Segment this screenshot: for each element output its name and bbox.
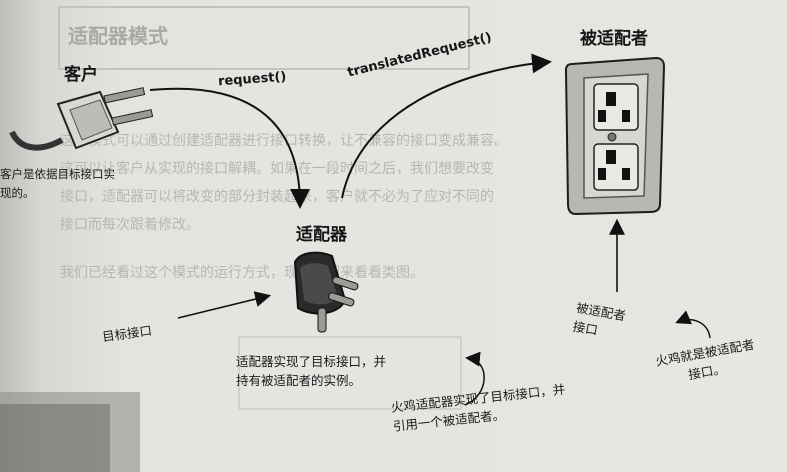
request-arrow <box>149 87 310 209</box>
plug-icon <box>9 87 154 151</box>
adapter-icon <box>293 251 359 333</box>
adapter-note-line-2: 持有被适配者的实例。 <box>236 373 362 388</box>
socket-icon <box>564 56 666 216</box>
target-interface-arrow <box>177 291 272 319</box>
adapter-label: 适配器 <box>296 225 347 245</box>
translated-request-arrow <box>341 53 552 199</box>
background-heading-box <box>58 6 470 70</box>
background-line-3: 接口，适配器可以将改变的部分封装起来，客户就不必为了应对不同的 <box>60 189 494 205</box>
background-dark-block <box>0 392 140 472</box>
adaptee-label: 被适配者 <box>580 29 648 49</box>
client-label: 客户 <box>64 65 98 85</box>
background-line-4: 接口而每次跟着修改。 <box>60 217 200 233</box>
client-note-line-2: 现的。 <box>0 186 35 200</box>
background-dark-block-2 <box>0 404 110 472</box>
background-line-1: 这个模式可以通过创建适配器进行接口转换，让不兼容的接口变成兼容。 <box>60 133 508 149</box>
turkey-adaptee-arrow <box>675 310 711 339</box>
client-note-line-1: 客户是依据目标接口实 <box>0 167 115 181</box>
background-lower-box <box>238 336 462 410</box>
adapter-note-line-1: 适配器实现了目标接口，并 <box>236 354 387 369</box>
adapter-note: 适配器实现了目标接口，并 持有被适配者的实例。 <box>236 352 386 390</box>
turkey-adapter-arrow <box>464 351 485 406</box>
background-line-2: 这可以让客户从实现的接口解耦。如果在一段时间之后，我们想要改变 <box>60 161 494 177</box>
background-heading: 适配器模式 <box>68 24 168 48</box>
client-note: 客户是依据目标接口实 现的。 <box>0 165 115 203</box>
